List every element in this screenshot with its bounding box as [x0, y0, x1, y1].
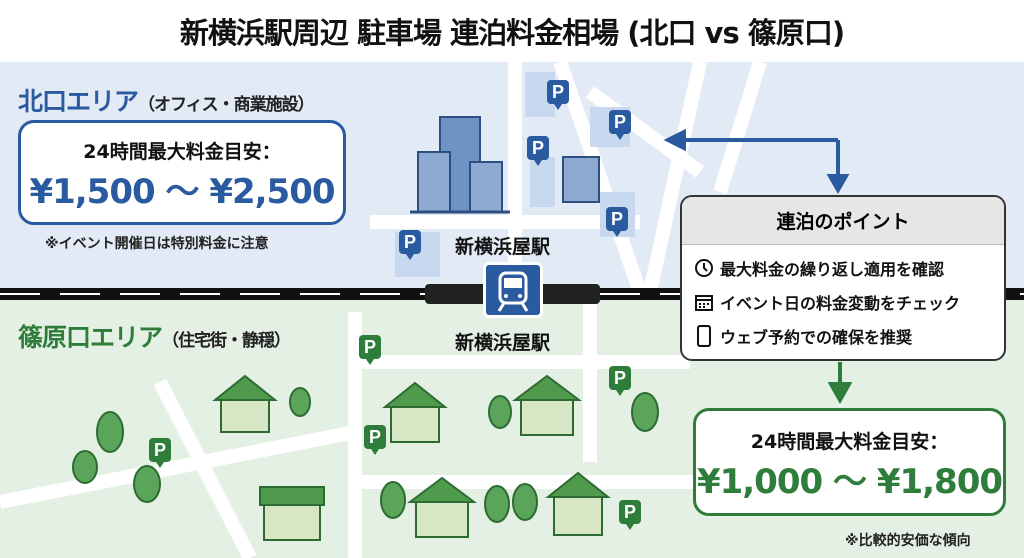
north-area-title: 北口エリア — [18, 87, 139, 116]
parking-marker-icon: P — [364, 425, 386, 455]
svg-text:P: P — [614, 112, 626, 132]
south-price-bubble: 24時間最大料金目安： ¥1,000 〜 ¥1,800 — [693, 408, 1006, 516]
tip-item: ウェブ予約での確保を推奨 — [682, 319, 1004, 353]
svg-text:P: P — [404, 232, 416, 252]
north-area-subtitle: （オフィス・商業施設） — [138, 95, 315, 115]
train-station-icon — [483, 262, 543, 318]
tip-item: 最大料金の繰り返し適用を確認 — [682, 251, 1004, 285]
svg-text:P: P — [614, 368, 626, 388]
svg-text:P: P — [552, 82, 564, 102]
parking-marker-icon: P — [359, 335, 381, 365]
parking-marker-icon: P — [609, 110, 631, 140]
stay-tips-panel: 連泊のポイント 最大料金の繰り返し適用を確認 イベント日の料金変動をチェック ウ… — [680, 195, 1006, 361]
parking-marker-icon: P — [619, 500, 641, 530]
svg-text:P: P — [624, 502, 636, 522]
parking-marker-icon: P — [609, 366, 631, 396]
clock-icon — [695, 259, 713, 277]
svg-text:P: P — [154, 440, 166, 460]
smartphone-icon — [697, 325, 711, 347]
tip-item: イベント日の料金変動をチェック — [682, 285, 1004, 319]
svg-text:P: P — [364, 337, 376, 357]
connector-arrows — [663, 128, 850, 195]
station-label-south: 新横浜屋駅 — [455, 332, 551, 354]
south-note: ※比較的安価な傾向 — [845, 533, 971, 549]
parking-marker-icon: P — [547, 80, 569, 110]
trees — [72, 387, 659, 523]
houses — [212, 374, 611, 541]
office-buildings-icon — [417, 116, 600, 213]
svg-text:P: P — [369, 427, 381, 447]
south-area-title: 篠原口エリア — [18, 323, 163, 352]
parking-marker-icon: P — [149, 438, 171, 468]
parking-marker-icon: P — [606, 207, 628, 237]
svg-text:P: P — [532, 138, 544, 158]
south-price-caption: 24時間最大料金目安： — [750, 431, 949, 453]
tip-text: ウェブ予約での確保を推奨 — [720, 328, 913, 347]
station-label-north: 新横浜屋駅 — [455, 236, 551, 258]
svg-text:P: P — [611, 209, 623, 229]
south-area-subtitle: （住宅街・静穏） — [162, 331, 291, 351]
tip-text: イベント日の料金変動をチェック — [720, 294, 961, 313]
north-price-caption: 24時間最大料金目安： — [83, 141, 281, 163]
south-area-label: 篠原口エリア（住宅街・静穏） — [18, 318, 291, 354]
north-area-label: 北口エリア（オフィス・商業施設） — [18, 82, 315, 118]
tip-text: 最大料金の繰り返し適用を確認 — [720, 260, 945, 279]
calendar-icon — [695, 295, 713, 311]
north-note: ※イベント開催日は特別料金に注意 — [45, 236, 269, 252]
stay-tips-title: 連泊のポイント — [682, 197, 1004, 245]
north-price-range: ¥1,500 〜 ¥2,500 — [29, 172, 335, 212]
page-title: 新横浜駅周辺 駐車場 連泊料金相場 (北口 vs 篠原口) — [179, 16, 845, 50]
parking-marker-icon: P — [527, 136, 549, 166]
south-price-range: ¥1,000 〜 ¥1,800 — [696, 462, 1003, 502]
north-price-bubble: 24時間最大料金目安： ¥1,500 〜 ¥2,500 — [18, 120, 346, 225]
parking-marker-icon: P — [399, 230, 421, 260]
